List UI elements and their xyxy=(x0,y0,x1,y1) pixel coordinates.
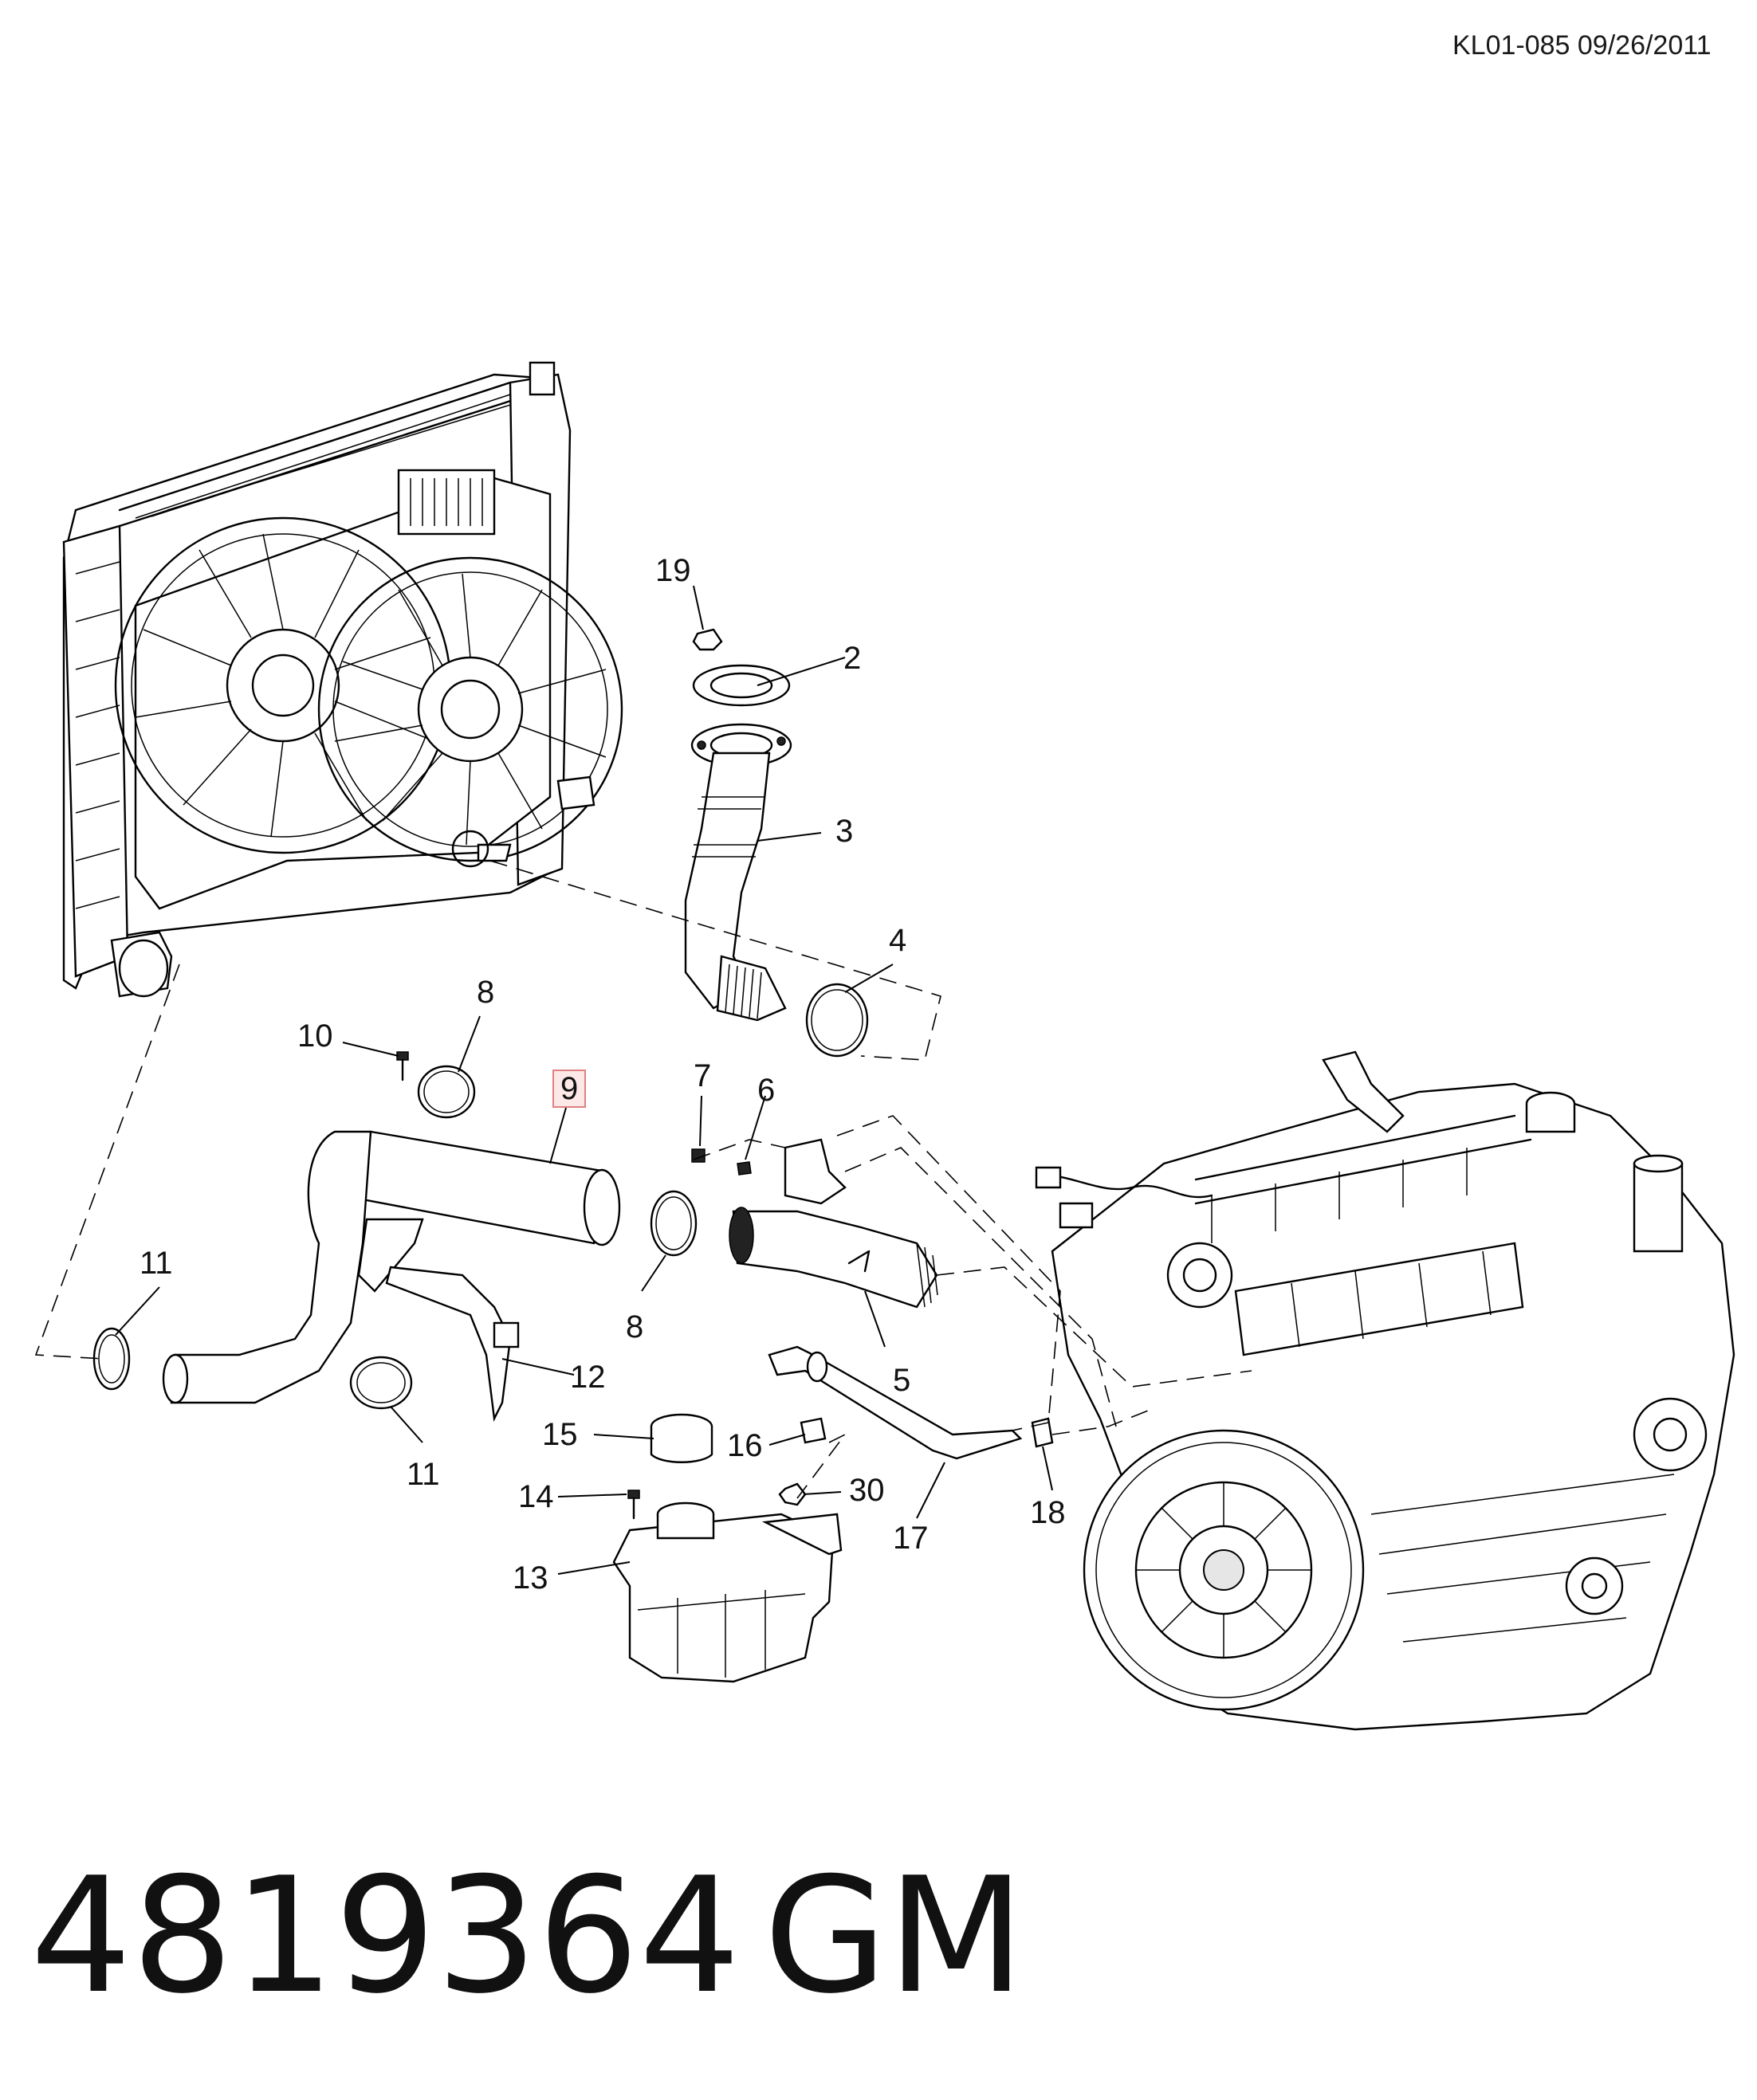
callout-5: 5 xyxy=(893,1363,911,1398)
callout-6: 6 xyxy=(757,1073,776,1108)
callout-8-top: 8 xyxy=(477,975,495,1010)
callout-11-bottom: 11 xyxy=(407,1457,440,1492)
callout-30: 30 xyxy=(849,1473,885,1508)
callout-15: 15 xyxy=(542,1417,578,1452)
drawing-reference: KL01-085 09/26/2011 xyxy=(1452,30,1712,61)
engine-assembly xyxy=(1035,1050,1735,1731)
brand-name: GM xyxy=(764,1843,1025,2029)
callout-14: 14 xyxy=(518,1479,554,1514)
callout-7: 7 xyxy=(694,1058,712,1093)
leader-lines xyxy=(115,585,1053,1575)
coolant-pipe-assembly xyxy=(92,1051,698,1423)
callout-17: 17 xyxy=(893,1521,929,1556)
lower-hose-assembly xyxy=(691,1138,938,1309)
upper-hose-assembly xyxy=(684,628,869,1058)
connection-lines xyxy=(34,860,1252,1499)
callout-2: 2 xyxy=(843,641,862,676)
part-number: 4819364 xyxy=(30,1843,741,2029)
callout-10: 10 xyxy=(297,1019,333,1054)
callout-18: 18 xyxy=(1030,1495,1066,1530)
callout-9-highlighted[interactable]: 9 xyxy=(552,1070,587,1108)
callout-13: 13 xyxy=(513,1560,548,1596)
bypass-hose-assembly xyxy=(768,1345,1054,1506)
radiator-fan-assembly xyxy=(62,361,623,998)
callout-3: 3 xyxy=(835,814,854,849)
surge-tank-assembly xyxy=(612,1413,843,1683)
callout-4: 4 xyxy=(889,923,907,958)
callout-11-left: 11 xyxy=(140,1246,173,1281)
callout-19: 19 xyxy=(655,553,691,588)
callout-8-mid: 8 xyxy=(626,1309,644,1344)
callout-16: 16 xyxy=(727,1428,763,1463)
callout-12: 12 xyxy=(570,1360,606,1395)
